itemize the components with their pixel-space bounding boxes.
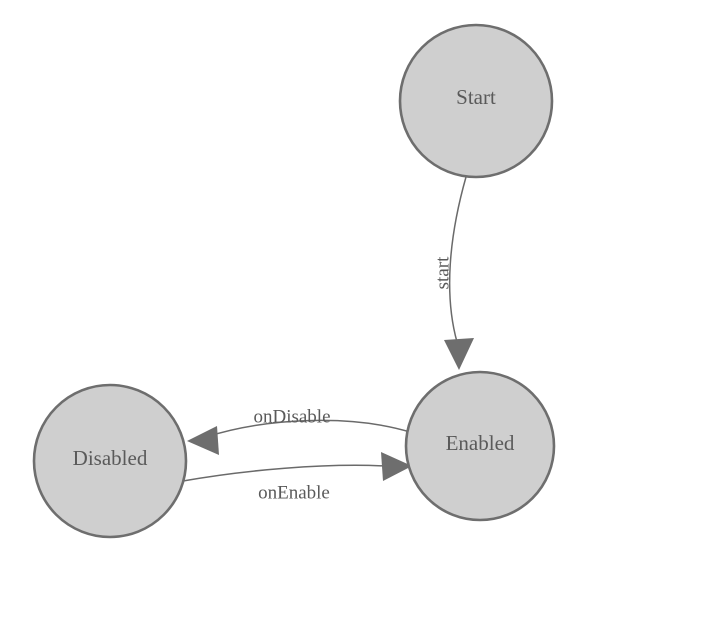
node-enabled[interactable]: Enabled [404,370,556,522]
node-enabled-label: Enabled [446,431,515,455]
node-start[interactable]: Start [398,23,554,179]
edge-disabled-to-enabled[interactable]: onEnable [182,452,412,503]
edge-start-to-enabled[interactable]: start [432,176,474,370]
edge-label-start: start [432,256,453,289]
edge-label-onenable: onEnable [258,482,330,503]
node-disabled-circle [32,383,188,539]
edge-path-start-to-enabled [448,176,467,343]
node-disabled[interactable]: Disabled [32,383,188,539]
edge-path-enabled-to-disabled [205,419,411,438]
node-disabled-label: Disabled [73,446,148,470]
node-enabled-circle [404,370,556,522]
node-start-label: Start [456,85,496,109]
arrowhead-into-enabled-top [444,338,474,370]
node-start-circle [398,23,554,179]
arrowhead-into-disabled [187,426,219,455]
edge-path-disabled-to-enabled [182,464,387,482]
arrowhead-into-enabled-left [381,452,412,481]
edge-label-ondisable: onDisable [253,406,330,427]
edge-enabled-to-disabled[interactable]: onDisable [187,406,411,455]
